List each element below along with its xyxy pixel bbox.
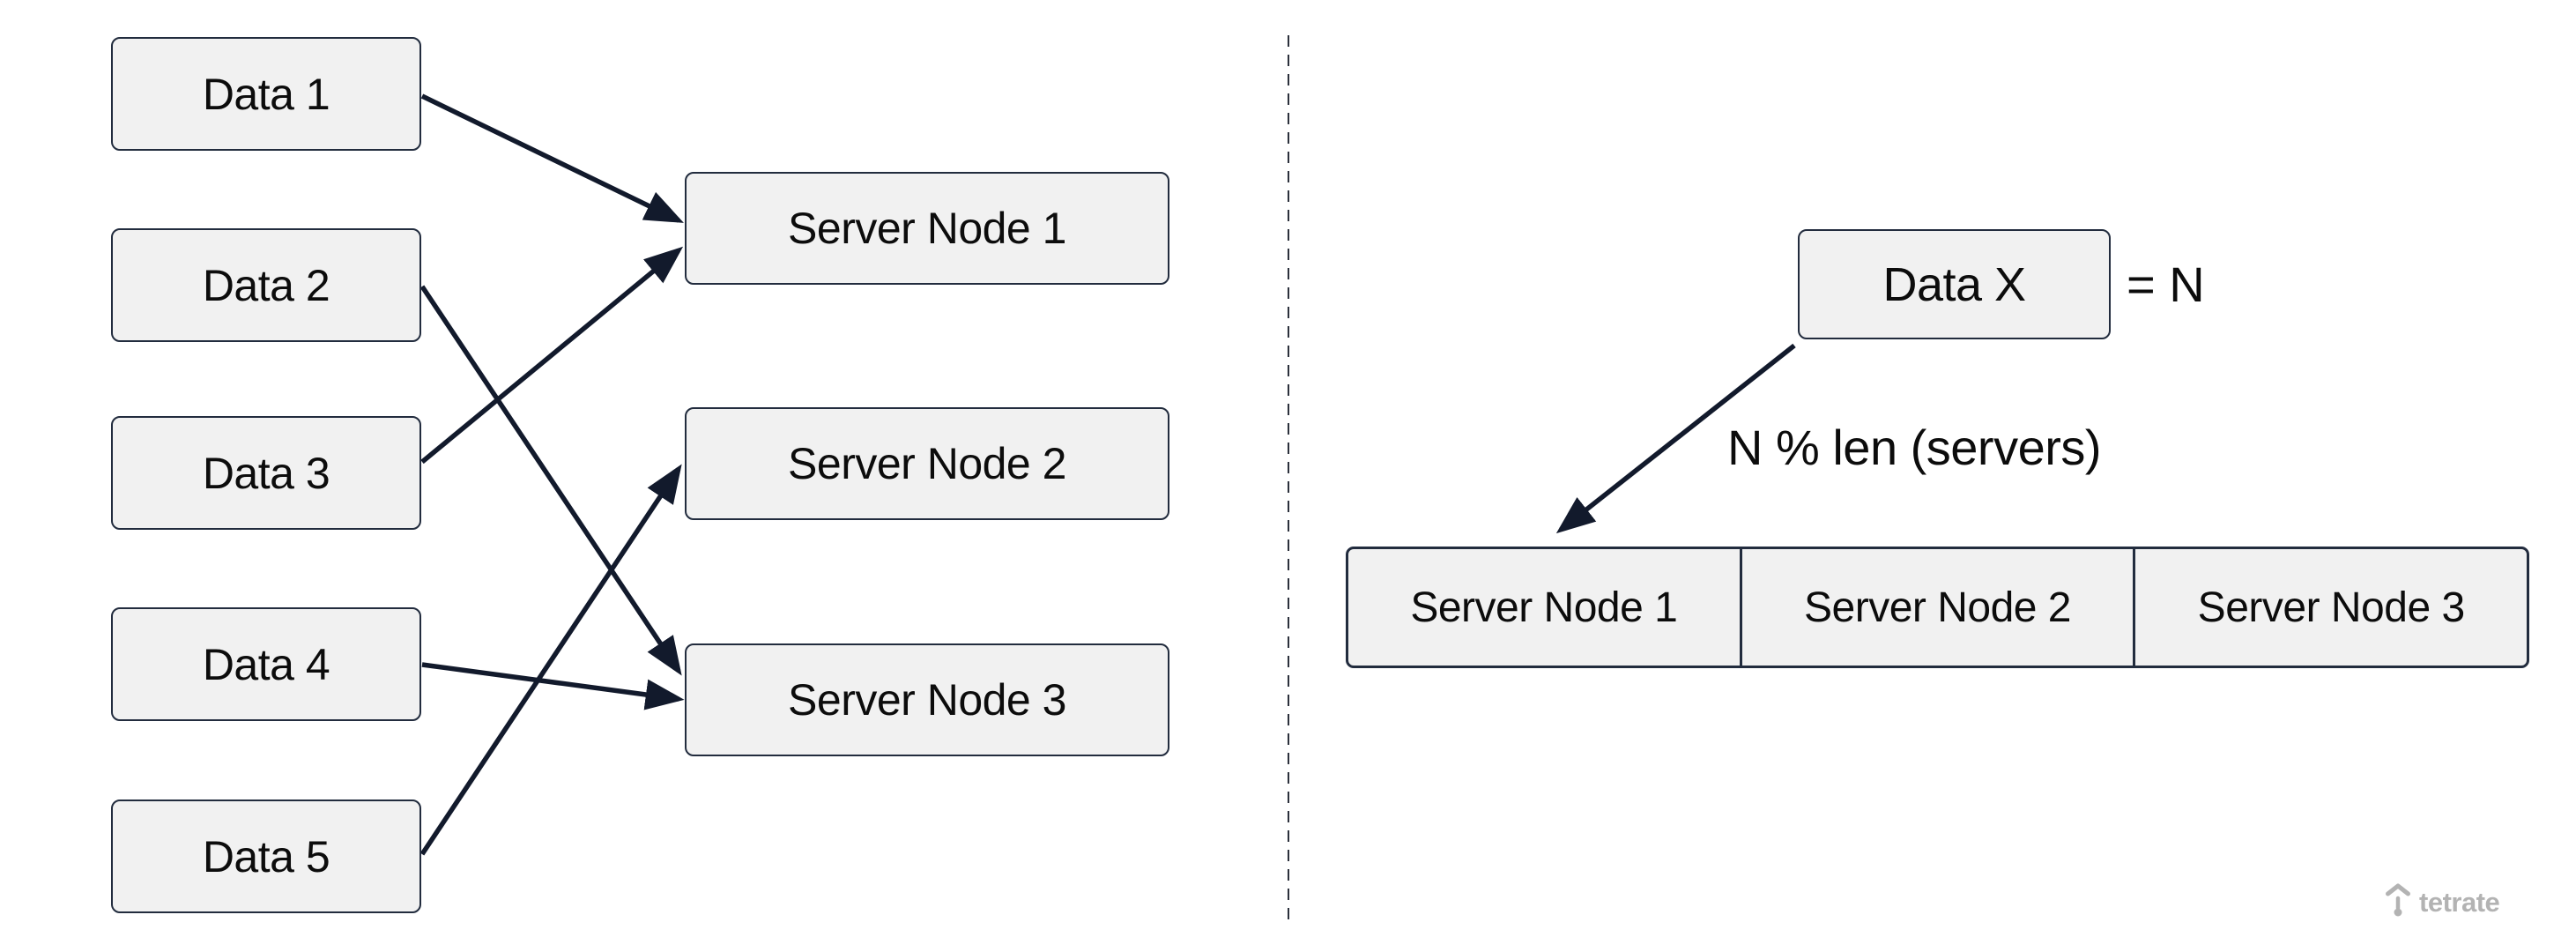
server-node-1-label: Server Node 1: [788, 204, 1066, 253]
arrow-data1-to-server1: [420, 93, 684, 223]
server-row-cell-2: Server Node 2: [1739, 549, 2134, 666]
data-node-1-label: Data 1: [202, 69, 330, 119]
data-node-3-label: Data 3: [202, 448, 330, 498]
data-node-4-label: Data 4: [202, 639, 330, 689]
tetrate-logo-text: tetrate: [2419, 887, 2500, 918]
data-node-3: Data 3: [111, 416, 421, 530]
server-row-cell-1: Server Node 1: [1348, 549, 1740, 666]
server-node-2: Server Node 2: [685, 407, 1169, 520]
data-node-4: Data 4: [111, 607, 421, 721]
data-node-1: Data 1: [111, 37, 421, 151]
data-node-2: Data 2: [111, 228, 421, 342]
server-row-cell-3-label: Server Node 3: [2197, 584, 2466, 631]
data-node-5: Data 5: [111, 800, 421, 913]
server-node-1: Server Node 1: [685, 172, 1169, 285]
server-node-2-label: Server Node 2: [788, 439, 1066, 488]
data-node-5-label: Data 5: [202, 831, 330, 881]
server-row-cell-3: Server Node 3: [2133, 549, 2527, 666]
server-row: Server Node 1 Server Node 2 Server Node …: [1346, 547, 2529, 668]
equals-n-label: = N: [2127, 257, 2205, 312]
modulo-formula-label: N % len (servers): [1727, 420, 2102, 475]
server-node-3-label: Server Node 3: [788, 675, 1066, 725]
arrow-data5-to-server2: [419, 464, 682, 856]
server-node-3: Server Node 3: [685, 643, 1169, 756]
tetrate-logo-icon: [2386, 883, 2410, 917]
arrow-data3-to-server1: [420, 246, 684, 465]
server-row-cell-1-label: Server Node 1: [1410, 584, 1678, 631]
data-x-node: Data X: [1798, 229, 2111, 339]
arrow-data2-to-server3: [419, 285, 682, 676]
server-row-cell-2-label: Server Node 2: [1804, 584, 2072, 631]
data-x-label: Data X: [1882, 257, 2026, 311]
data-node-2-label: Data 2: [202, 260, 330, 310]
arrow-data4-to-server3: [421, 662, 685, 710]
tetrate-logo: tetrate: [2385, 881, 2500, 919]
